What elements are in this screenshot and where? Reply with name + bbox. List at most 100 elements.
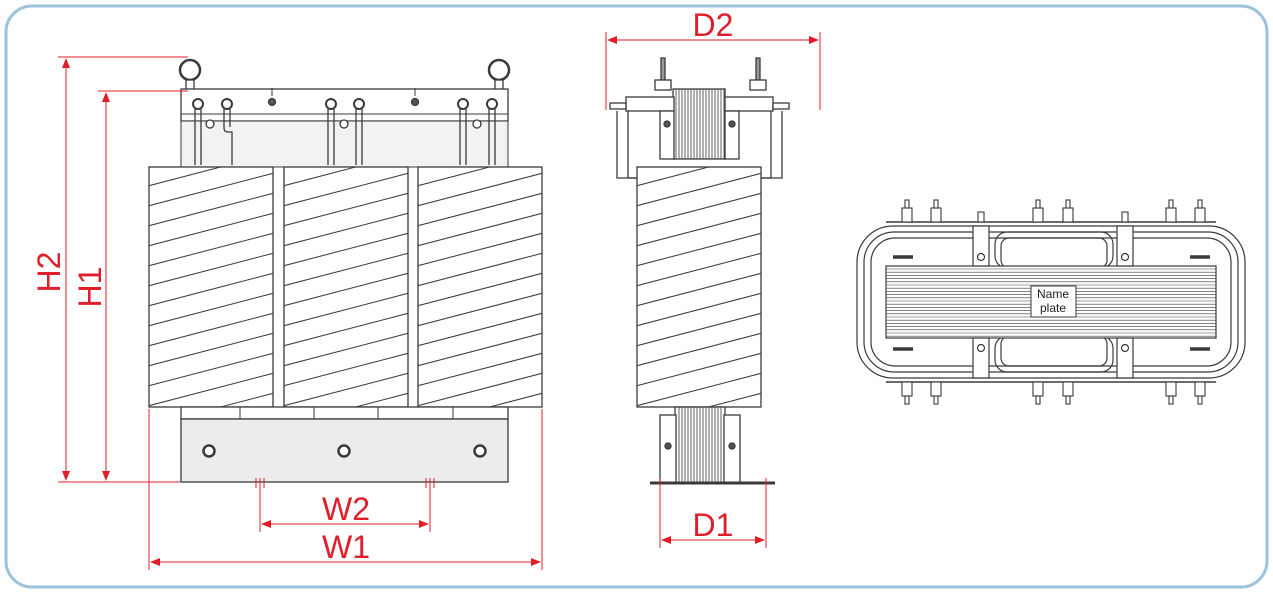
bolt-nut xyxy=(901,207,913,223)
bolt-stud xyxy=(904,199,910,209)
hatch-line xyxy=(284,312,408,347)
coil-3 xyxy=(417,166,543,408)
hatch-line xyxy=(418,312,542,347)
coil-1 xyxy=(148,166,274,408)
lifting-eye-left xyxy=(178,58,202,91)
hatch-line xyxy=(706,392,761,407)
hatch-line xyxy=(418,352,542,387)
hatch-line xyxy=(418,172,542,207)
bolt-nut xyxy=(901,381,913,397)
center-stud xyxy=(977,211,985,223)
bolt-stud xyxy=(933,199,939,209)
bolt-stud xyxy=(1197,395,1203,405)
w1-label: W1 xyxy=(322,529,370,565)
hatch-line xyxy=(218,392,273,407)
hatch-line xyxy=(637,272,761,307)
bolt-nut xyxy=(930,207,942,223)
side-dimensions xyxy=(605,32,821,548)
hatch-line xyxy=(149,167,223,187)
outer-frame xyxy=(4,4,1269,589)
hatch-line xyxy=(637,192,761,227)
bolt-stud xyxy=(904,395,910,405)
hatch-line xyxy=(149,312,273,347)
bolt-stud xyxy=(1168,199,1174,209)
nameplate-line1: Name xyxy=(1037,287,1069,301)
bolt-stud xyxy=(1035,199,1041,209)
hatch-line xyxy=(149,232,273,267)
w2-label: W2 xyxy=(322,491,370,527)
hatch-line xyxy=(418,232,542,267)
hatch-line xyxy=(149,272,273,307)
side-coil xyxy=(636,166,762,408)
hatch-line xyxy=(284,212,408,247)
terminal-studs xyxy=(192,88,498,129)
bolt-nut xyxy=(1032,381,1044,397)
hatch-line xyxy=(418,292,542,327)
bolt-nut xyxy=(1165,207,1177,223)
bolt-nut xyxy=(1194,207,1206,223)
hatch-line xyxy=(637,352,761,387)
bolt-nut xyxy=(1165,381,1177,397)
hatch-line xyxy=(284,172,408,207)
hatch-line xyxy=(149,192,273,227)
bolt-nut xyxy=(1194,381,1206,397)
hatch-line xyxy=(418,372,542,407)
bolt-stud xyxy=(1035,395,1041,405)
hatch-line xyxy=(284,332,408,367)
hatch-line xyxy=(284,352,408,387)
hatch-line xyxy=(149,352,273,387)
bolt-stud xyxy=(1065,199,1071,209)
hatch-line xyxy=(418,167,492,187)
hatch-line xyxy=(418,192,542,227)
hatch-line xyxy=(637,172,761,207)
hatch-line xyxy=(418,252,542,287)
hatch-line xyxy=(353,392,408,407)
winding-leads xyxy=(194,109,496,165)
hatch-line xyxy=(284,372,408,407)
hatch-line xyxy=(637,212,761,247)
hatch-line xyxy=(149,292,273,327)
hatch-line xyxy=(284,192,408,227)
hatch-line xyxy=(637,232,761,267)
hatch-line xyxy=(637,252,761,287)
d1-label: D1 xyxy=(693,507,734,543)
top-clamp-bar xyxy=(180,88,509,122)
bolt-nut xyxy=(1032,207,1044,223)
bolt-stud xyxy=(1197,199,1203,209)
hatch-line xyxy=(418,332,542,367)
bolt-nut xyxy=(930,381,942,397)
bolt-stud xyxy=(1065,395,1071,405)
h1-label: H1 xyxy=(72,267,108,308)
nameplate-line2: plate xyxy=(1040,301,1066,315)
hatch-line xyxy=(637,167,711,187)
front-view xyxy=(148,58,543,483)
hatch-line xyxy=(637,292,761,327)
hatch-line xyxy=(418,212,542,247)
center-stud xyxy=(1121,211,1129,223)
coil-2 xyxy=(283,166,409,408)
hatch-line xyxy=(149,332,273,367)
hatch-line xyxy=(418,272,542,307)
hatch-line xyxy=(149,172,273,207)
hatch-line xyxy=(637,332,761,367)
hatch-line xyxy=(637,312,761,347)
top-view xyxy=(856,199,1246,405)
side-top-core xyxy=(672,88,726,160)
hatch-line xyxy=(149,212,273,247)
nameplate xyxy=(1030,285,1077,318)
side-view xyxy=(609,57,790,485)
hatch-line xyxy=(284,232,408,267)
hatch-line xyxy=(149,372,273,407)
front-dimensions xyxy=(58,56,543,570)
hatch-line xyxy=(487,392,542,407)
d2-label: D2 xyxy=(693,7,734,43)
bolt-stud xyxy=(1168,395,1174,405)
hatch-line xyxy=(284,272,408,307)
bolt-stud xyxy=(933,395,939,405)
hatch-line xyxy=(284,167,358,187)
hatch-line xyxy=(149,252,273,287)
bolt-nut xyxy=(1062,381,1074,397)
hatch-line xyxy=(284,252,408,287)
bolt-nut xyxy=(1062,207,1074,223)
